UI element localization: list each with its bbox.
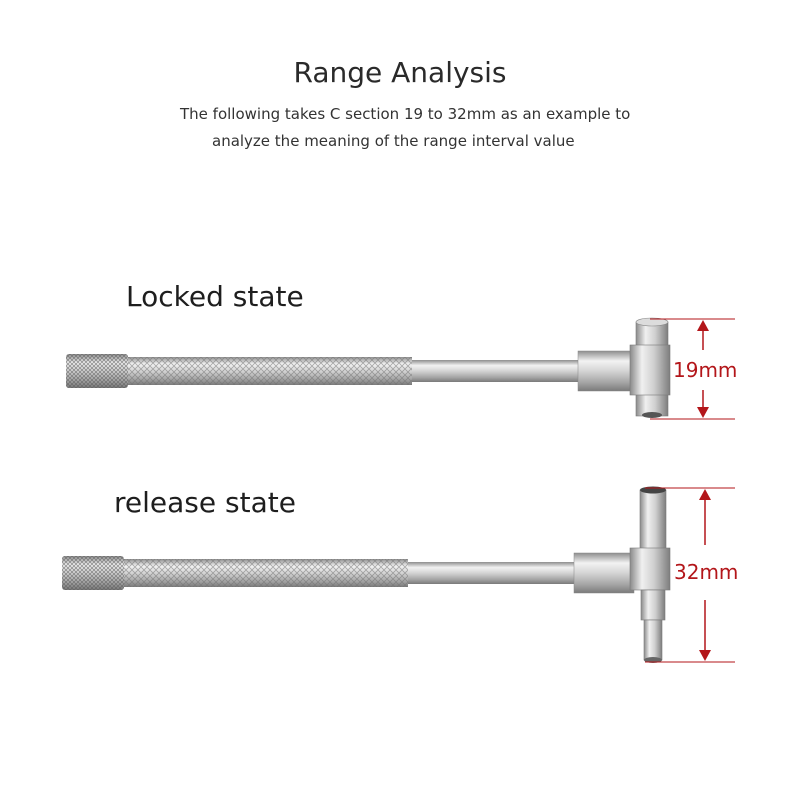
subtitle-line-2: analyze the meaning of the range interva…	[212, 132, 575, 150]
subtitle-line-1: The following takes C section 19 to 32mm…	[180, 105, 631, 123]
locked-t-head	[629, 317, 671, 418]
page-title: Range Analysis	[293, 56, 507, 89]
locked-handle	[128, 357, 412, 385]
release-collar	[573, 552, 635, 594]
release-dimension-text: 32mm	[674, 560, 738, 584]
locked-shaft	[412, 360, 582, 382]
locked-dimension: 19mm	[650, 318, 737, 420]
locked-dimension-text: 19mm	[673, 358, 737, 382]
release-knurl-cap	[62, 556, 124, 590]
release-state-label: release state	[114, 486, 296, 519]
release-handle	[124, 559, 408, 587]
locked-collar	[577, 350, 639, 392]
release-shaft	[408, 562, 578, 584]
release-dimension: 32mm	[645, 487, 738, 663]
release-t-head	[629, 486, 671, 663]
locked-knurl-cap	[66, 354, 128, 388]
locked-state-label: Locked state	[126, 280, 304, 313]
